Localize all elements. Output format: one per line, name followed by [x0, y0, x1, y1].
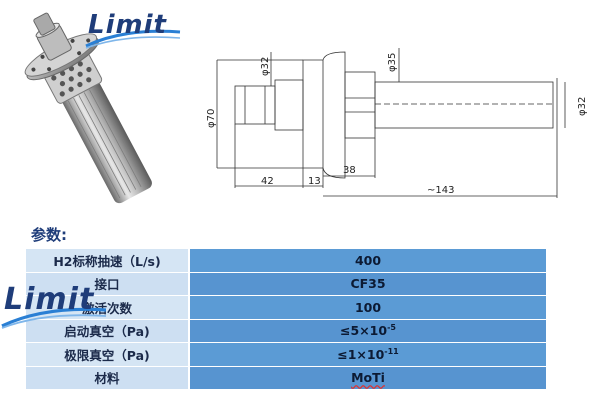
pump-render-image [24, 12, 152, 204]
brand-logo-top: Limit [85, 10, 181, 49]
row-value: ≤1×10-11 [189, 342, 546, 367]
material-value: MoTi [351, 370, 385, 386]
value-exponent: -11 [384, 346, 399, 356]
value-base: ≤1×10 [337, 346, 385, 362]
table-row: 启动真空（Pa) ≤5×10-5 [26, 319, 546, 343]
row-value: 400 [189, 249, 546, 273]
table-row: 激活次数 100 [26, 295, 546, 320]
row-key: 材料 [26, 366, 190, 390]
row-value: CF35 [189, 272, 546, 296]
row-value: ≤5×10-5 [189, 319, 546, 343]
dim-total-length: ~143 [427, 185, 454, 196]
dim-connector-diameter: φ32 [260, 57, 271, 76]
value-exponent: -5 [387, 323, 396, 333]
row-key: H2标称抽速（L/s) [26, 249, 190, 273]
row-key: 启动真空（Pa) [26, 319, 190, 343]
dim-cf-diameter: φ35 [387, 53, 398, 72]
table-row: 极限真空（Pa) ≤1×10-11 [26, 342, 546, 367]
dim-flange-length: 13 [308, 176, 321, 187]
dim-tube-diameter: φ32 [577, 97, 588, 116]
row-key: 激活次数 [26, 295, 190, 320]
value-base: ≤5×10 [340, 323, 388, 339]
spec-table: H2标称抽速（L/s) 400 接口 CF35 激活次数 100 启动真空（Pa… [26, 249, 546, 390]
table-row: 材料 MoTi [26, 366, 546, 390]
row-key: 极限真空（Pa) [26, 342, 190, 367]
dim-flange-diameter: φ70 [206, 109, 217, 128]
table-row: H2标称抽速（L/s) 400 [26, 249, 546, 273]
dim-mid-length: 38 [343, 165, 356, 176]
row-value: 100 [189, 295, 546, 320]
technical-drawing: φ70 φ32 φ35 φ32 42 13 38 ~143 [206, 48, 588, 198]
row-value: MoTi [189, 366, 546, 390]
dim-connector-length: 42 [261, 176, 274, 187]
params-title: 参数: [31, 226, 67, 244]
brand-logo-watermark: Limit [1, 282, 107, 329]
table-row: 接口 CF35 [26, 272, 546, 296]
row-key: 接口 [26, 272, 190, 296]
